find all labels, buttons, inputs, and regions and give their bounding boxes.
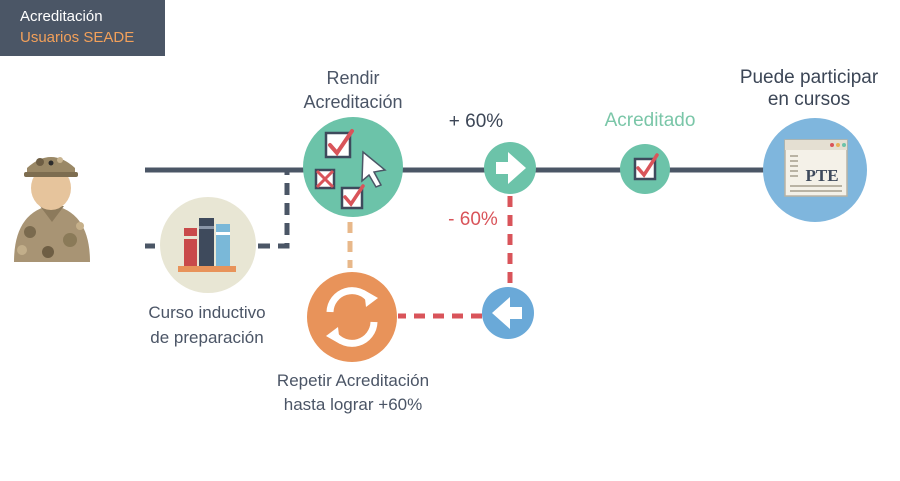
books-icon <box>160 197 256 293</box>
curso-label-line1: Curso inductivo <box>148 303 266 322</box>
header-title: Acreditación <box>20 8 103 25</box>
pass-arrow-icon <box>484 142 536 194</box>
header-badge: Acreditación Usuarios SEADE <box>0 0 165 56</box>
puede-label-line1: Puede participar <box>739 67 879 88</box>
repetir-label-line2: hasta lograr +60% <box>283 395 423 414</box>
pte-icon: PTE <box>763 118 867 222</box>
curso-inductivo-label: Curso inductivo de preparación <box>140 300 274 350</box>
soldier-icon <box>14 157 90 262</box>
puede-label-line2: en cursos <box>767 89 851 110</box>
puede-participar-label: Puede participar en cursos <box>728 67 890 111</box>
pass-condition-label: + 60% <box>448 111 504 132</box>
fail-back-arrow-icon <box>482 287 534 339</box>
acreditado-check-icon <box>620 144 670 194</box>
acreditado-label: Acreditado <box>604 110 696 131</box>
repetir-acreditacion-label: Repetir Acreditación hasta lograr +60% <box>262 369 444 417</box>
repeat-icon <box>307 272 397 362</box>
rendir-label-line1: Rendir <box>326 68 380 88</box>
fail-condition-label: - 60% <box>448 209 498 230</box>
repetir-label-line1: Repetir Acreditación <box>276 371 430 390</box>
curso-label-line2: de preparación <box>150 328 264 347</box>
rendir-label: Rendir Acreditación <box>295 66 411 114</box>
course-exit-dash <box>258 170 290 249</box>
rendir-label-line2: Acreditación <box>303 92 403 112</box>
header-subtitle: Usuarios SEADE <box>20 29 135 46</box>
rendir-acreditacion-icon <box>303 117 403 217</box>
pte-text: PTE <box>805 166 838 185</box>
